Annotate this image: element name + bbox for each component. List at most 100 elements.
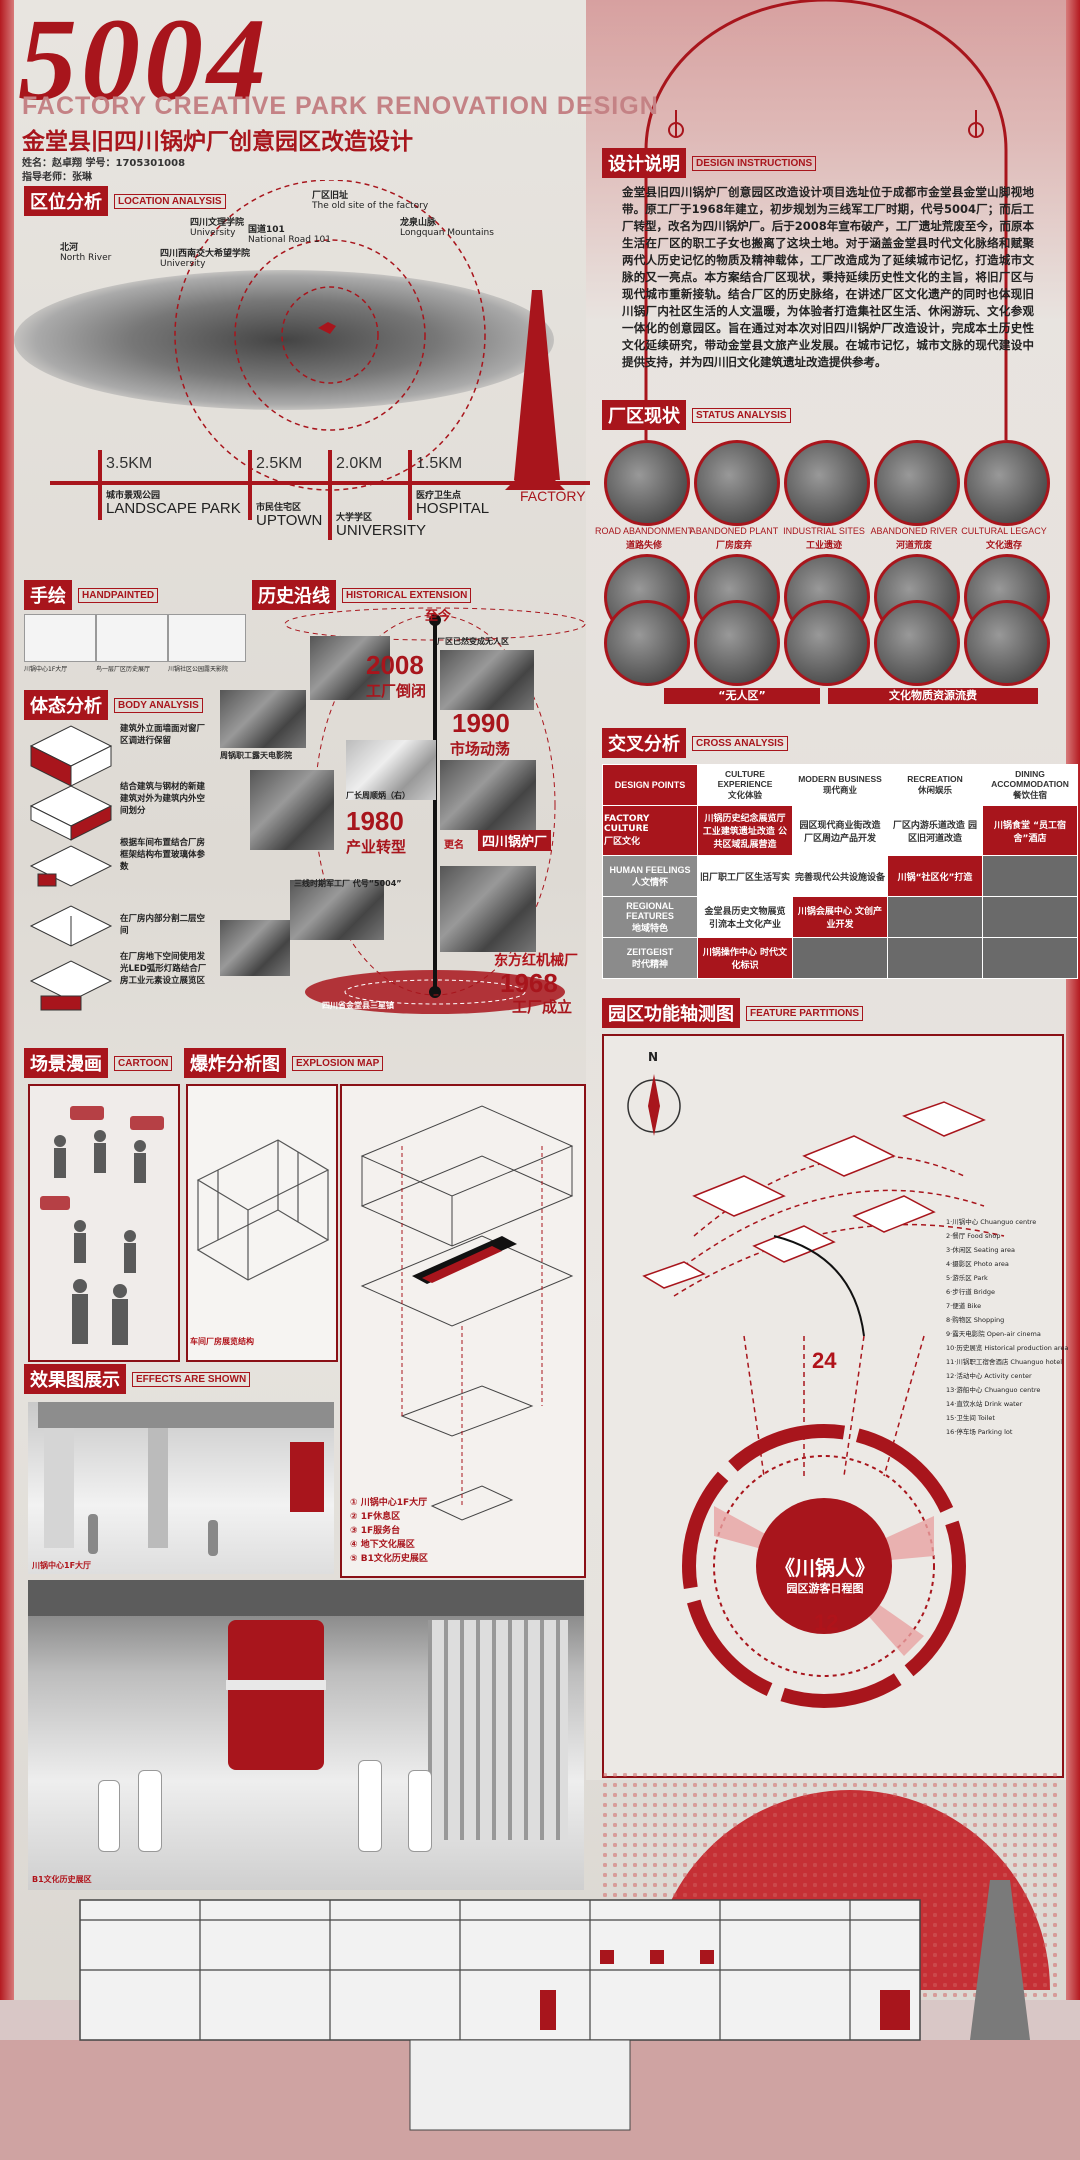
section-effects-en: EFFECTS ARE SHOWN [132,1371,251,1387]
clock-top: 24 [812,1348,837,1373]
history-note-2: 周锅职工露天电影院 [220,751,292,760]
dist-4-zh: 医疗卫生点 [416,491,462,501]
cartoon-caption: 车间厂房展览结构 [190,1337,254,1346]
status-photo-row3-2 [784,600,870,686]
render-1 [28,1402,334,1574]
status-label-zh: 文化遗存 [985,541,1022,551]
body-note-1: 建筑外立面墙面对窗厂区调进行保留 [120,724,206,746]
english-title: FACTORY CREATIVE PARK RENOVATION DESIGN [22,92,659,120]
circle-title: 《川锅人》 [775,1556,875,1580]
satellite-map [14,270,554,410]
history-note-8: 四川省金堂县三星镇 [322,1001,394,1010]
status-photo-row3-0 [604,600,690,686]
dist-4-km: 1.5KM [416,455,463,472]
section-history: 历史沿线 HISTORICAL EXTENSION [252,580,472,610]
status-label-en: ABANDONED RIVER [870,526,958,536]
cross-cell [792,937,888,979]
structure-frame [196,1139,330,1281]
section-handpainted-zh: 手绘 [24,580,72,610]
legend-item: 10·历史展览 Historical production area [946,1344,1069,1352]
history-photo-8 [440,866,536,952]
section-effects-zh: 效果图展示 [24,1364,126,1394]
code-title: 5004 [18,0,270,125]
section-feature-en: FEATURE PARTITIONS [746,1005,864,1021]
history-photo-5 [250,770,334,850]
structure-panel [186,1084,338,1362]
section-design-en: DESIGN INSTRUCTIONS [692,155,817,171]
dist-2-zh: 市民住宅区 [256,503,302,513]
cartoon-figures [40,1106,164,1345]
history-note-4: 更名 [444,840,464,851]
dist-4-en: HOSPITAL [416,500,490,517]
explosion-item: ② 1F休息区 [350,1512,401,1522]
student-info: 姓名：赵卓翔 学号：1705301008 [22,158,186,169]
body-note-4: 在厂房内部分割二层空间 [120,914,206,936]
event-1990: 市场动荡 [450,740,511,758]
cross-cell [887,937,983,979]
section-history-en: HISTORICAL EXTENSION [342,587,472,603]
body-note-2: 结合建筑与钢材的新建建筑对外为建筑内外空间划分 [120,782,206,816]
status-photo-top-0 [604,440,690,526]
legend-item: 9·露天电影院 Open-air cinema [946,1330,1041,1338]
status-label-en: CULTURAL LEGACY [961,526,1047,536]
status-label-en: ROAD ABANDONMENT [594,526,693,536]
status-photo-top-4 [964,440,1050,526]
cross-cell: 川锅“社区化”打造 [887,855,983,897]
cross-cell: 旧厂职工厂区生活写实 [697,855,793,897]
location-rings [50,180,590,540]
circle-subtitle: 园区游客日程图 [786,1582,864,1595]
history-note-3: 厂长周顺炳（右） [346,791,410,800]
sketch-caption-3: 川锅社区公园露天影院 [168,666,229,673]
body-note-5: 在厂房地下空间使用发光LED弧形灯路结合厂房工业元素设立展览区 [120,952,207,986]
cross-cell [982,855,1078,897]
sketch-caption-2: 鸟一层厂区历史展厅 [96,666,151,673]
clock-bottom: 12 [814,1610,839,1635]
cross-cell: 川锅历史纪念展览厅 工业建筑遗址改造 公共区域乱展营造 [697,805,793,856]
year-1990: 1990 [452,708,510,738]
render-2-caption: B1文化历史展区 [32,1875,92,1884]
cross-cell: 金堂县历史文物展览 引流本土文化产业 [697,896,793,938]
legend-item: 13·游船中心 Chuanguo centre [946,1386,1041,1394]
legend-item: 2·餐厅 Food shop [946,1232,1001,1240]
history-timeline [284,607,586,1014]
render-2 [28,1580,584,1890]
history-photo-2 [440,650,534,710]
explosion-diagram [360,1105,574,1521]
dist-3-en: UNIVERSITY [336,522,427,539]
section-design-zh: 设计说明 [602,148,686,178]
sketch-3 [168,614,246,662]
section-body-en: BODY ANALYSIS [114,697,203,713]
explosion-item: ③ 1F服务台 [350,1526,401,1536]
advisor-info: 指导老师：张琳 [22,172,92,183]
section-cross-en: CROSS ANALYSIS [692,735,788,751]
status-photo-row3-1 [694,600,780,686]
dist-1-zh: 城市景观公园 [106,491,161,501]
section-status-zh: 厂区现状 [602,400,686,430]
dist-1-km: 3.5KM [106,455,153,472]
explosion-panel [340,1084,586,1578]
explosion-item: ⑤ B1文化历史展区 [350,1554,428,1564]
cross-corner: DESIGN POINTS [602,764,698,806]
section-cross-zh: 交叉分析 [602,728,686,758]
history-photo-9 [220,920,290,976]
feature-map [627,1074,1005,1708]
history-photo-1 [310,636,390,700]
history-note-1: 厂区已然变成无人区 [437,637,509,646]
top-arch [644,0,1008,440]
legend-item: 15·卫生间 Toilet [946,1414,995,1422]
factory-label: FACTORY [520,488,586,504]
section-location: 区位分析 LOCATION ANALYSIS [24,186,226,216]
legend-item: 1·川锅中心 Chuanguo centre [946,1218,1037,1226]
